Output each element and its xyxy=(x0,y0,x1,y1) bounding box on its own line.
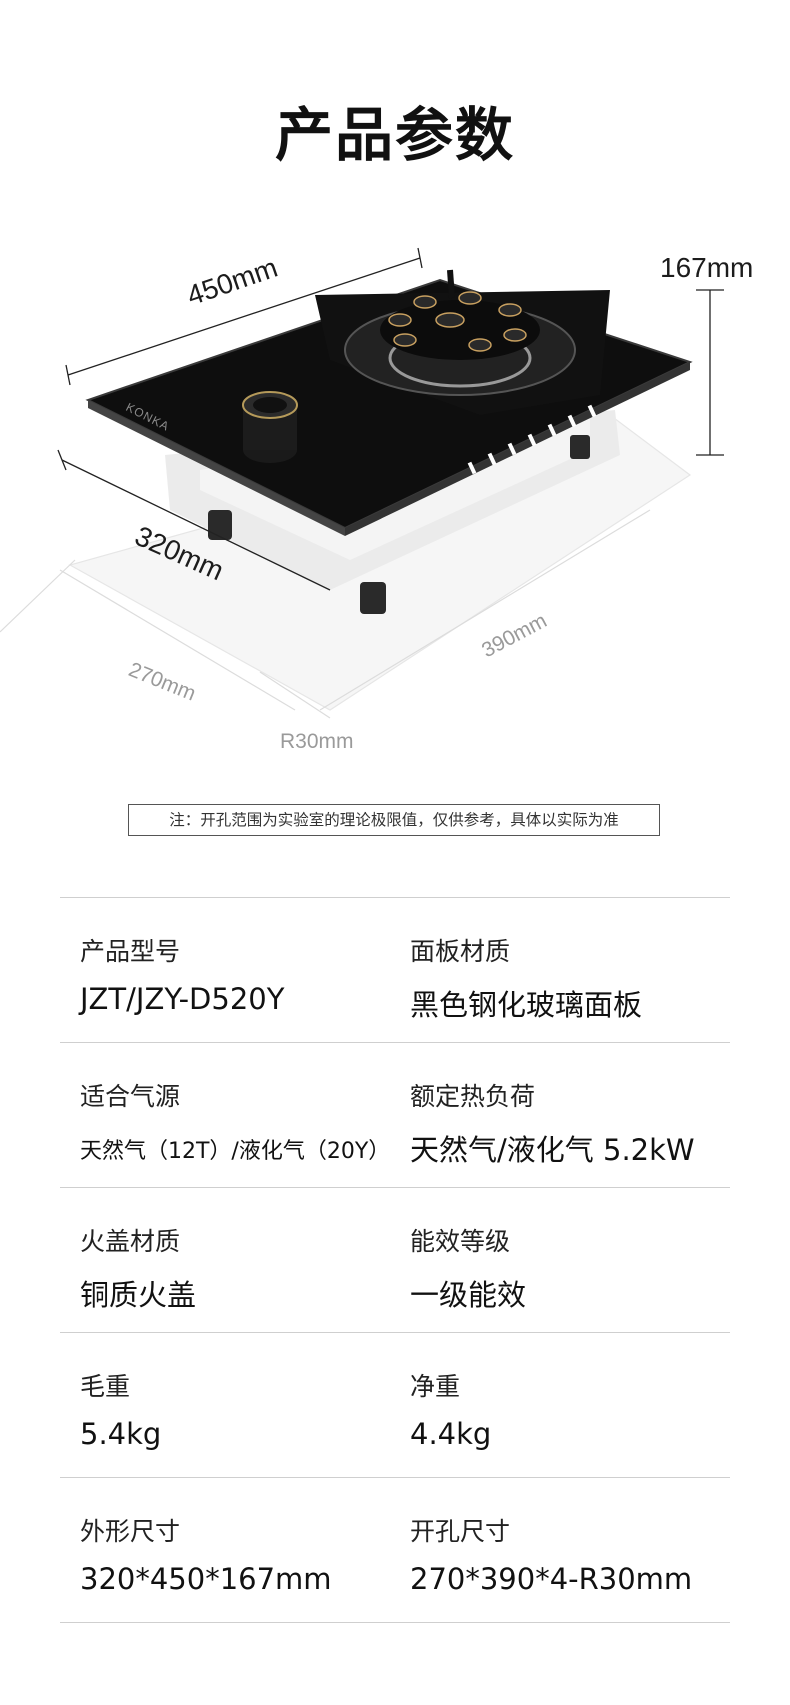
spec-value: 铜质火盖 xyxy=(80,1278,197,1312)
spec-table: 产品型号 JZT/JZY-D520Y 面板材质黑色钢化玻璃面板 适合气源天然气（1… xyxy=(60,897,730,1623)
page-title: 产品参数 xyxy=(274,101,515,169)
spec-value: 5.4kg xyxy=(80,1417,162,1451)
spec-row-model: 产品型号 JZT/JZY-D520Y 面板材质黑色钢化玻璃面板 xyxy=(60,898,730,1042)
gas-stove-illustration xyxy=(0,247,724,719)
spec-value: 270*390*4-R30mm xyxy=(410,1562,693,1596)
spec-label: 适合气源 xyxy=(80,1082,181,1111)
spec-row-gas: 适合气源天然气（12T）/液化气（20Y） 额定热负荷天然气/液化气 5.2kW xyxy=(60,1043,730,1187)
spec-label: 产品型号 xyxy=(80,937,181,966)
cutout-note: 注：开孔范围为实验室的理论极限值，仅供参考，具体以实际为准 xyxy=(128,804,660,836)
spec-label: 净重 xyxy=(410,1372,461,1401)
spec-row-size: 外形尺寸 320*450*167mm 开孔尺寸 270*390*4-R30mm xyxy=(60,1478,730,1622)
spec-label: 能效等级 xyxy=(410,1227,511,1256)
spec-label: 毛重 xyxy=(80,1372,131,1401)
divider xyxy=(60,1332,730,1333)
divider xyxy=(60,1042,730,1043)
height-dimension-label: 167mm xyxy=(660,252,754,283)
spec-row-burner: 火盖材质铜质火盖 能效等级一级能效 xyxy=(60,1188,730,1332)
spec-row-weight: 毛重 5.4kg 净重 4.4kg xyxy=(60,1333,730,1477)
spec-label: 开孔尺寸 xyxy=(410,1517,511,1546)
spec-label: 额定热负荷 xyxy=(410,1082,536,1111)
spec-value: 320*450*167mm xyxy=(80,1562,332,1596)
spec-value: 一级能效 xyxy=(410,1278,527,1312)
spec-value: 黑色钢化玻璃面板 xyxy=(410,988,643,1022)
corner-radius-label: R30mm xyxy=(280,730,354,753)
spec-label: 火盖材质 xyxy=(80,1227,181,1256)
divider xyxy=(60,1622,730,1623)
divider xyxy=(60,1187,730,1188)
spec-value: 天然气（12T）/液化气（20Y） xyxy=(80,1139,391,1164)
spec-value: 天然气/液化气 5.2kW xyxy=(410,1133,695,1167)
divider xyxy=(60,897,730,898)
spec-value: 4.4kg xyxy=(410,1417,492,1451)
product-dimension-diagram: 450mm 167mm 320mm 270mm 390mm R30mm KONK… xyxy=(0,240,790,760)
spec-value: JZT/JZY-D520Y xyxy=(80,982,285,1016)
spec-label: 面板材质 xyxy=(410,937,511,966)
spec-label: 外形尺寸 xyxy=(80,1517,181,1546)
divider xyxy=(60,1477,730,1478)
